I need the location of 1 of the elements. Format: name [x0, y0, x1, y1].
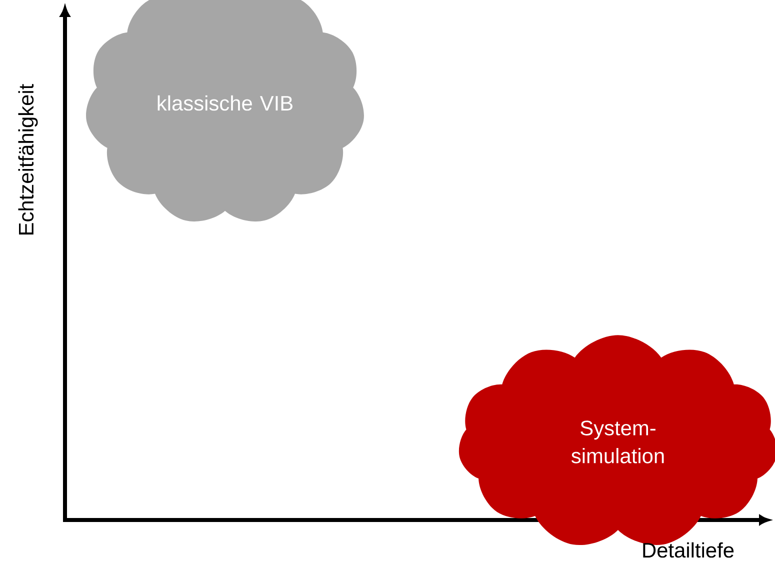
axis-label: Echtzeitfähigkeit: [18, 84, 38, 234]
